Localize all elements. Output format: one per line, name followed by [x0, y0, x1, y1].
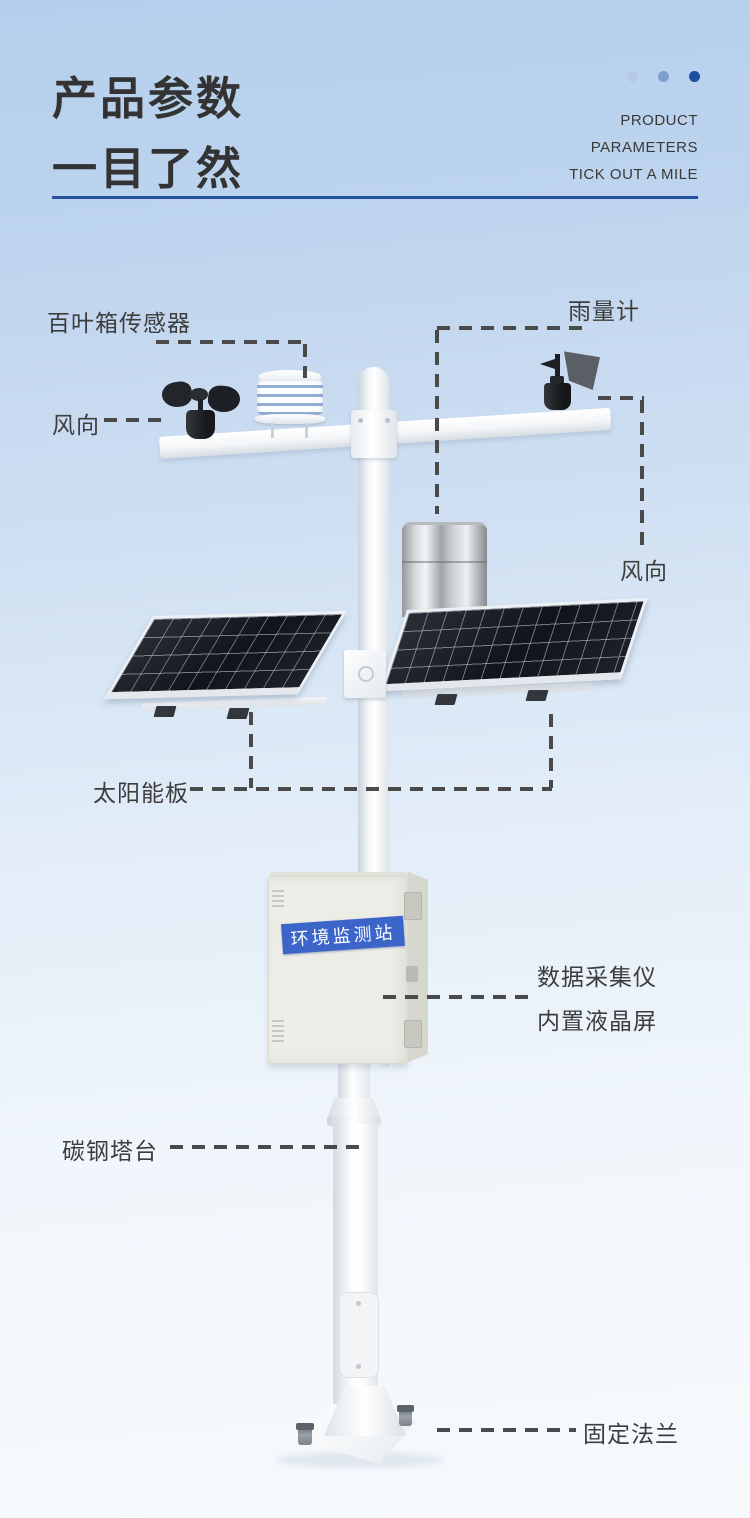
callout-label-flange: 固定法兰 — [583, 1421, 679, 1447]
callout-line — [170, 1145, 364, 1149]
louver-slats — [257, 379, 323, 415]
louver-base-disc — [255, 414, 325, 424]
base-shadow — [275, 1452, 445, 1468]
callout-line — [437, 326, 584, 330]
wind-vane-body — [544, 383, 571, 410]
anchor-bolt — [296, 1423, 314, 1445]
louver-box-sensor — [255, 370, 325, 440]
solar-pole-bracket — [344, 650, 386, 698]
mast-joint-ring — [327, 1116, 381, 1126]
solar-panel-left — [103, 610, 347, 700]
box-name-text: 环境监测站 — [290, 922, 397, 950]
louver-leg — [271, 423, 274, 438]
anemometer-stem — [198, 399, 203, 412]
dot-light-icon — [627, 71, 638, 82]
wind-vane-neck — [550, 376, 564, 384]
solar-clamp — [153, 706, 177, 717]
callout-line — [190, 787, 552, 791]
callout-line — [104, 418, 170, 422]
callout-label-wind-right: 风向 — [620, 558, 668, 584]
anemometer-hub — [190, 388, 208, 401]
callout-label-collector-line2: 内置液晶屏 — [537, 1008, 657, 1034]
solar-clamp — [226, 708, 250, 719]
arm-mast-clamp — [351, 410, 397, 458]
english-subtitle-line2: PARAMETERS — [590, 139, 698, 156]
anemometer-cup-right — [206, 384, 242, 414]
callout-label-collector-line1: 数据采集仪 — [537, 964, 657, 990]
rain-gauge — [402, 522, 487, 617]
box-vent — [272, 890, 284, 910]
solar-panel-right — [380, 597, 648, 692]
callout-label-tower: 碳钢塔台 — [62, 1138, 158, 1164]
page-title-line2: 一目了然 — [52, 143, 245, 194]
anemometer-wind-sensor — [160, 376, 244, 440]
callout-line — [156, 340, 310, 344]
solar-clamp — [434, 694, 458, 705]
callout-label-wind-left: 风向 — [52, 412, 100, 438]
dot-dark-icon — [689, 71, 700, 82]
callout-label-louver: 百叶箱传感器 — [47, 310, 191, 336]
header-divider — [52, 196, 698, 199]
decor-dots — [627, 71, 700, 82]
english-subtitle-line1: PRODUCT — [620, 112, 698, 129]
mast-below-box — [338, 1062, 370, 1102]
callout-line — [303, 344, 307, 378]
solar-clamp — [525, 690, 549, 701]
data-collector-box: 环境监测站 — [266, 870, 428, 1066]
callout-line — [437, 1428, 576, 1432]
anemometer-body — [186, 410, 215, 439]
callout-line — [435, 330, 439, 514]
wind-vane-sensor — [540, 346, 604, 412]
box-hinge — [404, 1020, 422, 1048]
callout-line — [640, 400, 644, 549]
page-title-line1: 产品参数 — [52, 73, 245, 124]
box-hinge — [404, 892, 422, 920]
anchor-bolt — [397, 1405, 414, 1426]
english-subtitle-line3: TICK OUT A MILE — [569, 166, 698, 183]
louver-leg — [305, 423, 308, 438]
callout-line — [549, 714, 553, 788]
callout-line — [598, 396, 644, 400]
anemometer-cup-left — [160, 380, 194, 409]
dot-medium-icon — [658, 71, 669, 82]
pole-access-panel — [339, 1292, 379, 1378]
callout-line — [383, 995, 531, 999]
box-latch — [406, 966, 418, 982]
callout-label-rain: 雨量计 — [568, 298, 640, 324]
box-vent — [272, 1020, 284, 1042]
box-front-face — [268, 876, 408, 1064]
mast-joint-collar — [327, 1098, 381, 1120]
wind-vane-stem — [555, 354, 560, 380]
english-subtitle: PRODUCT PARAMETERS TICK OUT A MILE — [569, 107, 698, 188]
callout-line — [249, 712, 253, 788]
callout-label-solar: 太阳能板 — [93, 780, 189, 806]
